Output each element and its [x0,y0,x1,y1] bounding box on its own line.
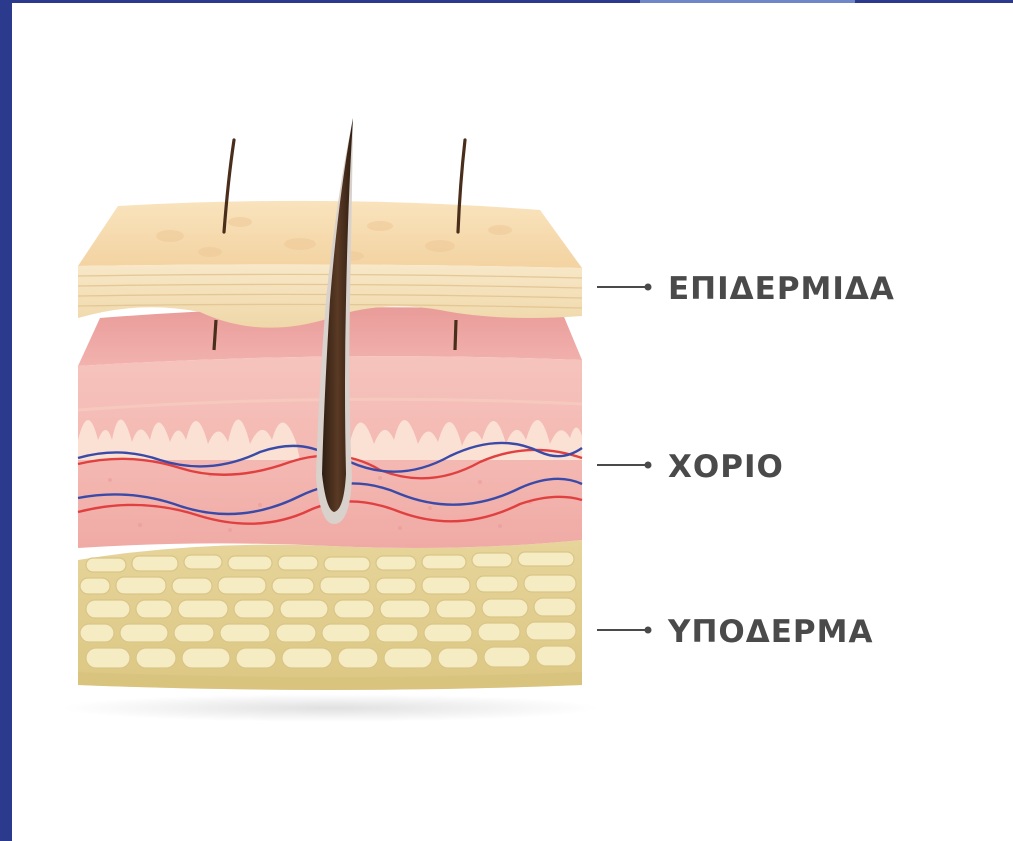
leader-dot-epidermis [645,284,652,291]
label-hypodermis: ΥΠΟΔΕΡΜΑ [667,614,873,650]
label-dermis: ΧΟΡΙΟ [668,449,784,485]
label-dermis-group: ΧΟΡΙΟ [597,449,784,485]
label-epidermis-group: ΕΠΙΔΕΡΜΙΔΑ [597,271,895,307]
hair-left-root [214,320,216,350]
label-hypodermis-group: ΥΠΟΔΕΡΜΑ [597,614,873,650]
label-epidermis: ΕΠΙΔΕΡΜΙΔΑ [668,271,895,307]
ground-shadow [60,694,600,722]
leader-dot-hypodermis [645,627,652,634]
hair-right-root [455,320,456,350]
leader-dot-dermis [645,462,652,469]
hypodermis-layer [78,540,582,690]
